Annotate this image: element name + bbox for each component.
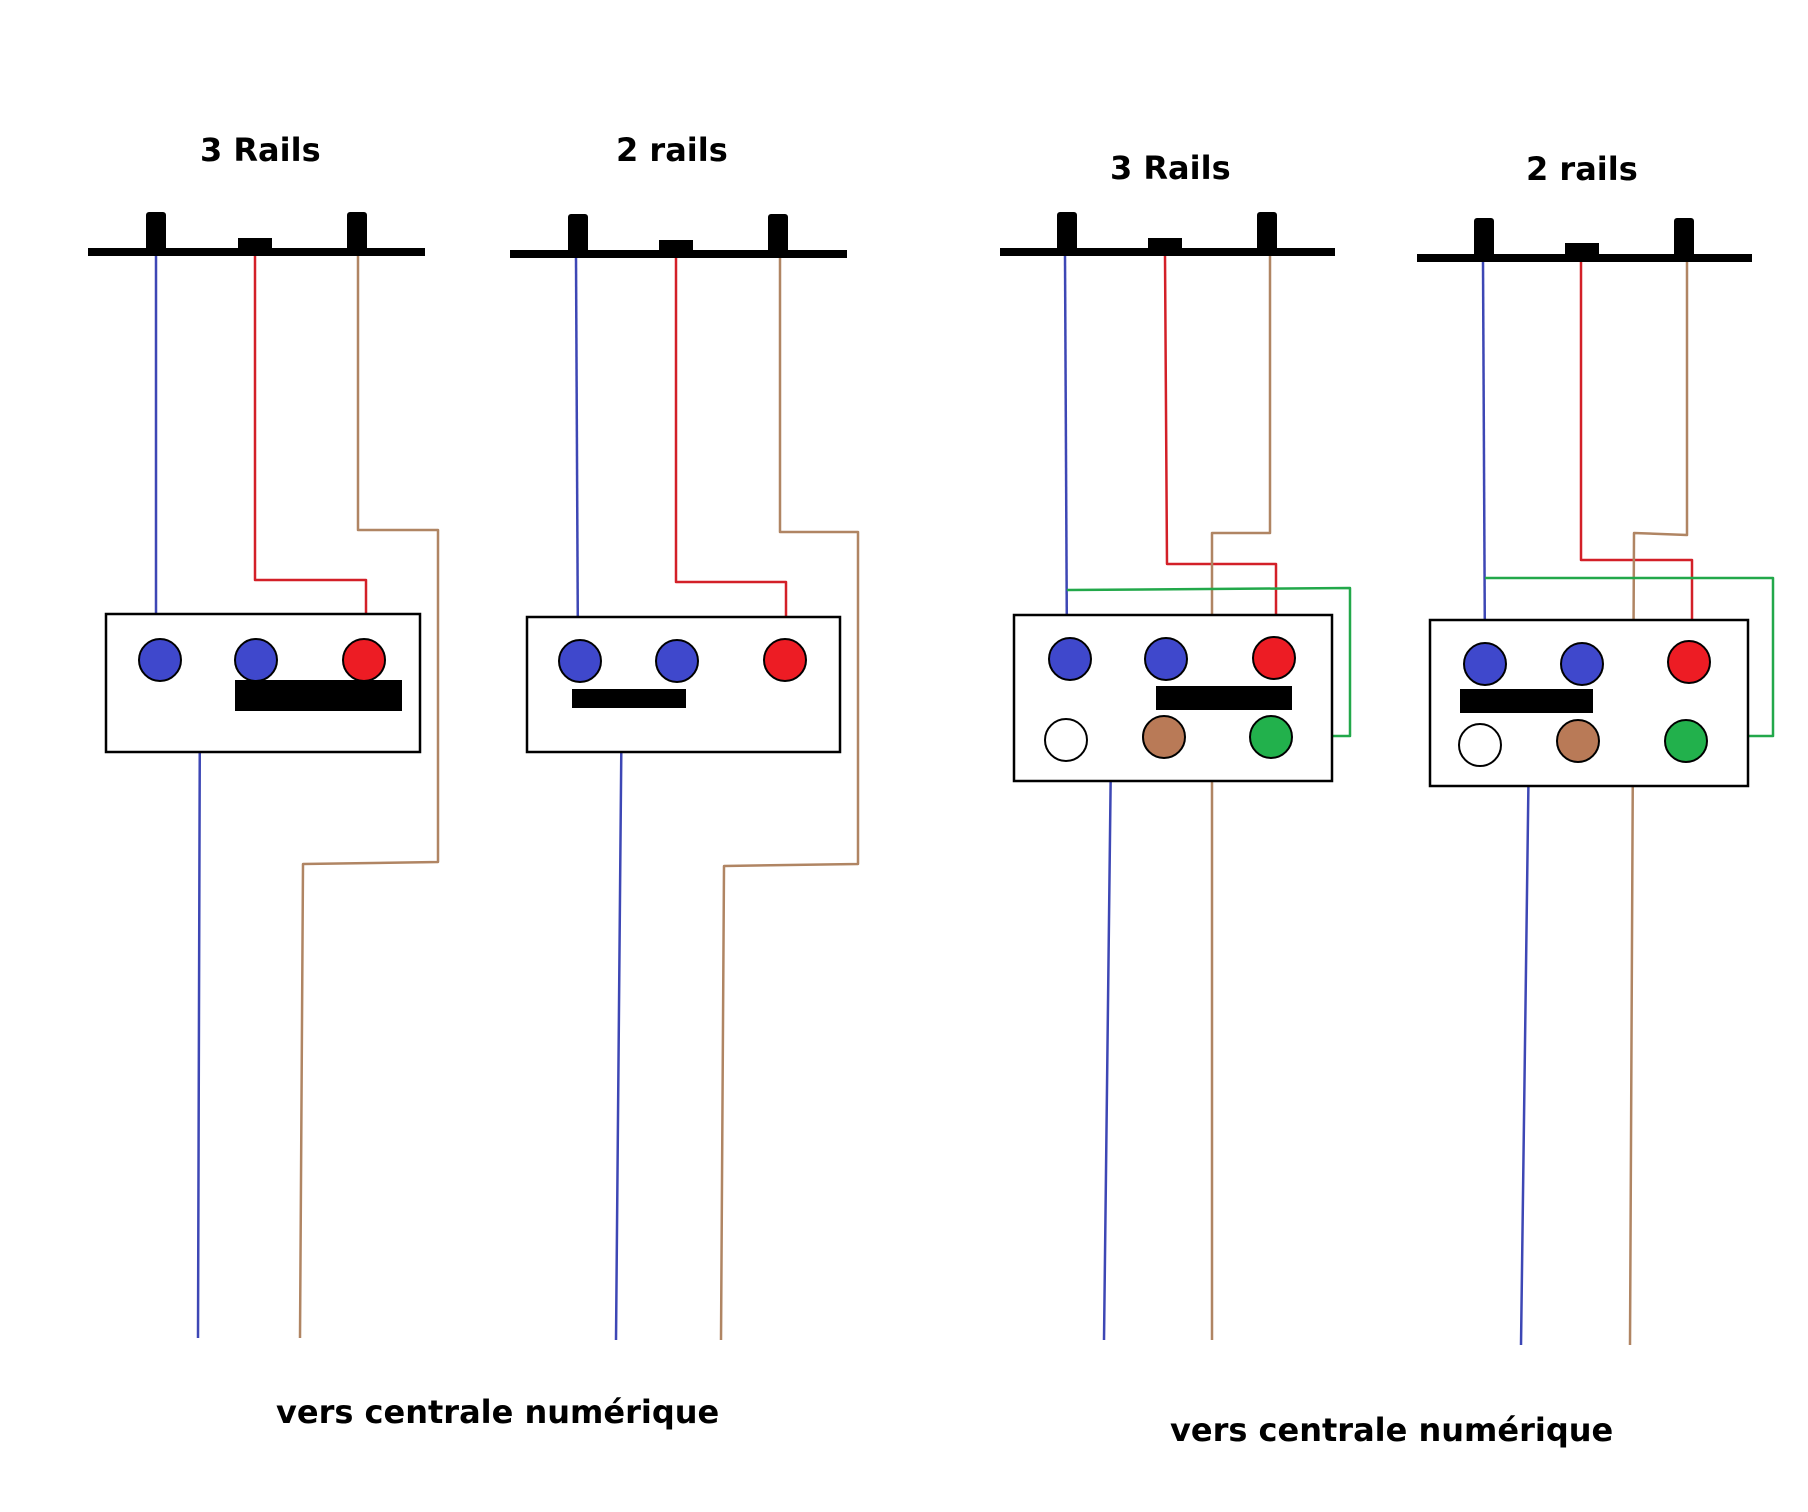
blue-terminal bbox=[1560, 642, 1604, 686]
white-terminal bbox=[1458, 723, 1502, 767]
blue-terminal bbox=[1144, 637, 1188, 681]
red-wire-rail bbox=[674, 258, 788, 660]
track-base bbox=[1417, 254, 1752, 262]
rail-right bbox=[347, 212, 367, 252]
rail-left bbox=[146, 212, 166, 252]
blue-wire-rail bbox=[1481, 261, 1487, 665]
connector-box bbox=[525, 615, 842, 754]
diagram-1-title: 3 Rails bbox=[200, 131, 321, 169]
brown-wire-out bbox=[1628, 262, 1689, 1346]
blue-terminal bbox=[655, 639, 699, 683]
brown-wire-out bbox=[298, 256, 440, 1339]
rail-left bbox=[1057, 212, 1077, 252]
brown-wire-out bbox=[1210, 256, 1272, 1340]
blue-wire-rail bbox=[1063, 255, 1069, 661]
rail-left bbox=[1474, 218, 1494, 258]
rail-right bbox=[768, 214, 788, 254]
diagram-4-title: 2 rails bbox=[1526, 150, 1638, 188]
blue-terminal bbox=[234, 638, 278, 682]
connector-bar bbox=[1156, 686, 1292, 710]
blue-wire-rail bbox=[574, 257, 580, 661]
diagram-3-track bbox=[1000, 212, 1335, 256]
red-terminal bbox=[763, 638, 807, 682]
connector-bar bbox=[235, 680, 402, 711]
rail-center-stud bbox=[1565, 243, 1599, 257]
red-wire-rail bbox=[253, 256, 368, 660]
diagram-1-track bbox=[88, 212, 425, 256]
blue-terminal bbox=[1048, 637, 1092, 681]
rail-left bbox=[568, 214, 588, 254]
rail-center-stud bbox=[1148, 238, 1182, 252]
blue-wire-out bbox=[196, 666, 256, 1339]
red-wire-rail bbox=[1579, 262, 1694, 664]
red-terminal bbox=[1667, 640, 1711, 684]
diagram-1: 3 Rails bbox=[88, 131, 440, 1339]
blue-terminal bbox=[1463, 642, 1507, 686]
diagram-3-title: 3 Rails bbox=[1110, 149, 1231, 187]
blue-terminal bbox=[558, 639, 602, 683]
footer-left: vers centrale numérique bbox=[276, 1393, 719, 1431]
brown-terminal bbox=[1142, 715, 1186, 759]
rail-center-stud bbox=[659, 240, 693, 254]
footer-right: vers centrale numérique bbox=[1170, 1411, 1613, 1449]
green-terminal bbox=[1664, 719, 1708, 763]
red-wire-rail bbox=[1163, 255, 1278, 658]
rail-right bbox=[1257, 212, 1277, 252]
diagram-4: 2 rails bbox=[1417, 150, 1775, 1346]
diagram-2-title: 2 rails bbox=[616, 131, 728, 169]
diagram-2-track bbox=[510, 214, 847, 258]
rail-right bbox=[1674, 218, 1694, 258]
white-terminal bbox=[1044, 718, 1088, 762]
diagram-3: 3 Rails bbox=[1000, 149, 1352, 1341]
red-terminal bbox=[342, 638, 386, 682]
brown-terminal bbox=[1556, 719, 1600, 763]
connector-bar bbox=[572, 689, 686, 708]
rail-center-stud bbox=[238, 238, 272, 252]
red-terminal bbox=[1252, 636, 1296, 680]
diagram-2: 2 rails bbox=[510, 131, 860, 1341]
connector-bar bbox=[1460, 689, 1593, 713]
blue-terminal bbox=[138, 638, 182, 682]
blue-wire-out bbox=[614, 666, 677, 1341]
green-terminal bbox=[1249, 715, 1293, 759]
brown-wire-out bbox=[719, 258, 860, 1341]
diagram-4-track bbox=[1417, 218, 1752, 262]
